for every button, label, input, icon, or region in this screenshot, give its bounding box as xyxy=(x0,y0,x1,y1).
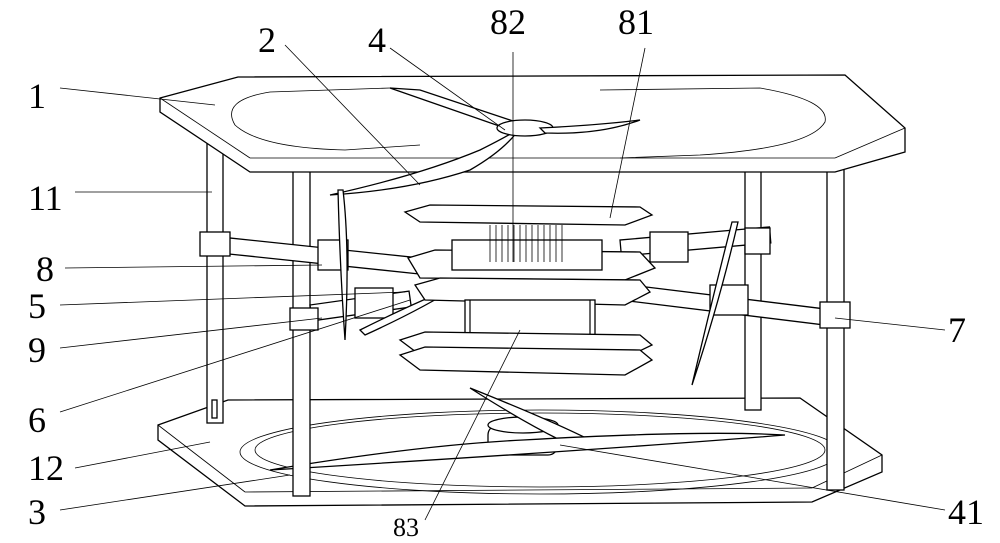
label-8: 8 xyxy=(36,249,54,289)
label-82: 82 xyxy=(490,2,526,42)
label-2: 2 xyxy=(258,20,276,60)
label-11: 11 xyxy=(28,178,63,218)
label-4: 4 xyxy=(368,20,386,60)
label-81: 81 xyxy=(618,2,654,42)
label-3: 3 xyxy=(28,492,46,532)
label-6: 6 xyxy=(28,400,46,440)
label-12: 12 xyxy=(28,448,64,488)
label-9: 9 xyxy=(28,330,46,370)
label-7: 7 xyxy=(948,310,966,350)
label-83: 83 xyxy=(393,513,419,542)
label-1: 1 xyxy=(28,76,46,116)
label-41: 41 xyxy=(948,492,984,532)
electronics-stack xyxy=(400,205,655,375)
label-5: 5 xyxy=(28,286,46,326)
